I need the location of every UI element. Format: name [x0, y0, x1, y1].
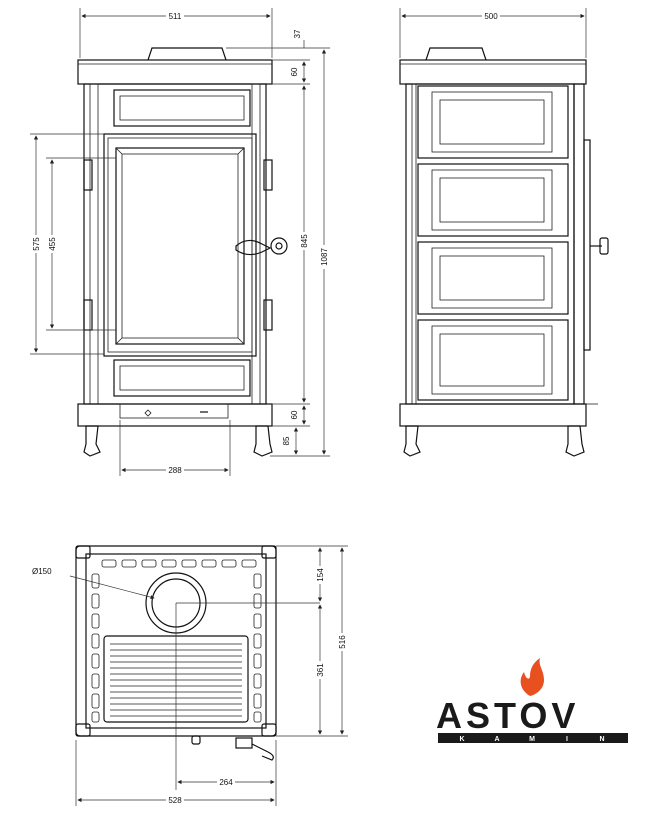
front-top-panel: [113, 89, 251, 127]
front-view: [77, 47, 288, 457]
front-glass: [115, 147, 245, 345]
front-base: [77, 403, 273, 427]
astov-logo: ASTOV K A M I N: [436, 658, 628, 743]
dim-front-width: 511: [169, 12, 182, 21]
side-panel-2: [417, 163, 569, 237]
dim-side-width: 500: [484, 12, 498, 21]
side-leg-right: [565, 425, 585, 457]
dim-height-575: 575: [32, 237, 41, 251]
flame-icon: [520, 658, 544, 696]
dim-top-cap: 37: [293, 29, 302, 38]
dim-height-455: 455: [48, 237, 57, 251]
plan-right-slots: [253, 573, 262, 723]
plan-left-slots: [91, 573, 100, 723]
front-dimensions: 511 1087 37 60 845 60 85 575: [30, 8, 330, 476]
dim-total-height: 1087: [320, 248, 329, 266]
dim-flue-diameter: Ø150: [32, 567, 52, 576]
side-leg-left: [403, 425, 421, 457]
dim-top-band: 60: [290, 67, 299, 76]
dim-leg-span: 288: [168, 466, 182, 475]
dim-flue-center: 264: [219, 778, 233, 787]
side-base: [399, 403, 587, 427]
side-panel-1: [417, 85, 569, 159]
side-handle-icon: [599, 237, 609, 255]
logo-wordmark: ASTOV: [436, 695, 579, 736]
logo-band: [438, 733, 628, 743]
side-dimensions: 500: [399, 8, 587, 58]
side-body: [405, 83, 575, 405]
dim-leg-height: 85: [282, 436, 291, 445]
dim-depth-total: 516: [338, 635, 347, 649]
front-ash-panel: [113, 359, 251, 397]
logo-sub-letter: A: [494, 736, 499, 743]
side-panel-3: [417, 241, 569, 315]
dim-flue-offset: 154: [316, 568, 325, 582]
dim-depth-361: 361: [316, 663, 325, 677]
side-panel-4: [417, 319, 569, 401]
logo-sub-letter: K: [459, 736, 464, 743]
door-handle-icon: [235, 239, 272, 256]
plan-dimensions: Ø150 516 154 361 264 528: [32, 545, 348, 806]
front-top-plate: [147, 47, 227, 61]
logo-sub-letter: N: [599, 736, 604, 743]
plan-top-slots: [101, 559, 257, 568]
front-door: [103, 133, 257, 357]
side-view: [399, 47, 609, 457]
side-top-plate: [425, 47, 487, 61]
logo-sub-letter: I: [566, 736, 568, 743]
dim-base-band: 60: [290, 410, 299, 419]
dim-plan-width: 528: [168, 796, 182, 805]
door-knob-icon: [270, 237, 288, 255]
logo-sub-letter: M: [529, 736, 535, 743]
front-leg-left: [83, 425, 101, 457]
front-leg-right: [253, 425, 273, 457]
dim-height-845: 845: [300, 234, 309, 248]
plan-handle-icon: [251, 743, 274, 761]
